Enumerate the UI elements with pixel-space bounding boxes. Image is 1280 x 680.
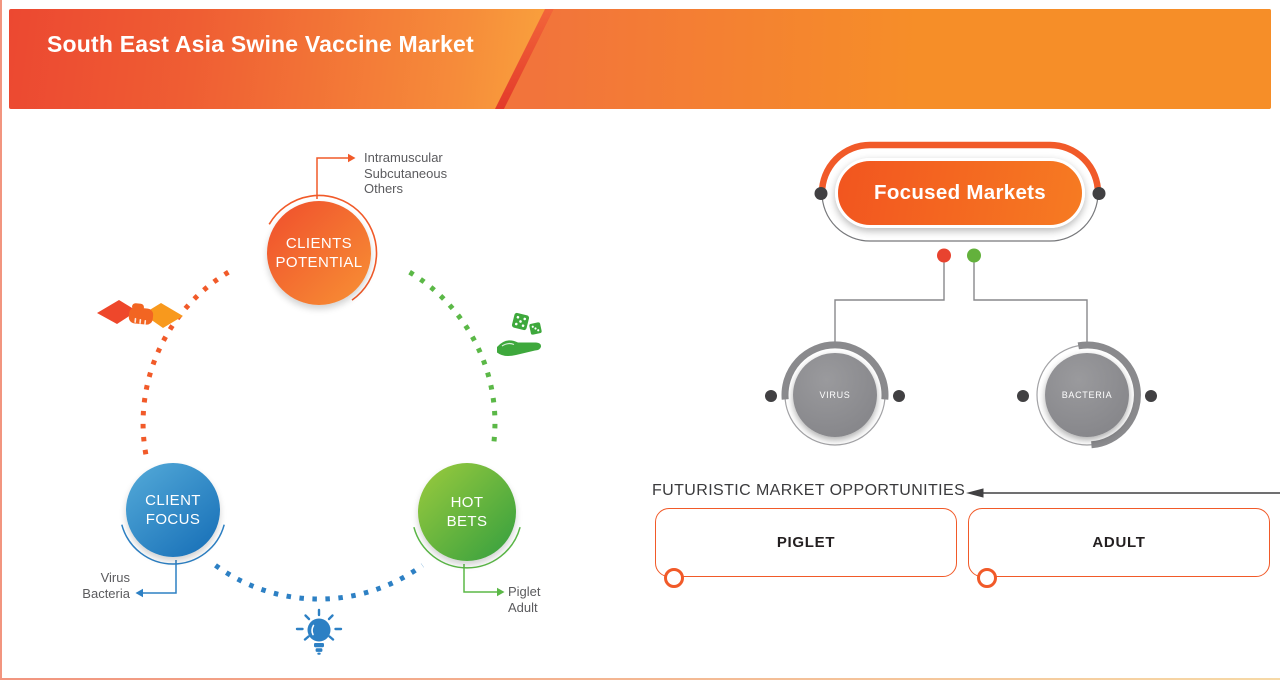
item-subcutaneous: Subcutaneous [364, 165, 448, 181]
item-bacteria: Bacteria [82, 585, 130, 601]
hot-bets-label-line1: HOT [450, 494, 484, 511]
hot-bets-connector [463, 564, 505, 597]
bacteria-label: BACTERIA [1061, 390, 1113, 400]
focused-markets-ring-bottom-arc [821, 192, 1099, 242]
piglet-corner-ring-icon [664, 568, 684, 588]
client-focus-connector [135, 560, 177, 598]
focused-markets-pill: Focused Markets [835, 158, 1085, 228]
ring-end-dot-left [814, 187, 828, 200]
node-bacteria: BACTERIA [1045, 353, 1129, 437]
ring-end-dot-right [1092, 187, 1106, 200]
bacteria-side-dot-left [1017, 390, 1029, 402]
item-intramuscular: Intramuscular [364, 150, 443, 165]
green-dotted-arc [408, 270, 498, 442]
hot-bets-items: Piglet Adult [508, 584, 541, 615]
focused-markets-ring-top-arc [818, 141, 1102, 194]
opportunity-box-piglet: PIGLET [655, 508, 957, 577]
virus-side-dot-right [893, 390, 905, 402]
page-border-bottom [0, 678, 1280, 680]
virus-connector-line [834, 262, 945, 344]
orange-dotted-arc [140, 270, 230, 461]
dice-in-hand-icon [497, 312, 542, 357]
handshake-icon [97, 300, 183, 328]
client-focus-label-line1: CLIENT [145, 492, 201, 509]
virus-label: VIRUS [819, 390, 851, 400]
virus-thick-arc [781, 341, 889, 400]
page-border-left [0, 0, 2, 680]
virus-side-dot-left [765, 390, 777, 402]
adult-corner-ring-icon [977, 568, 997, 588]
focused-markets-label: Focused Markets [874, 181, 1046, 204]
item-adult: Adult [508, 599, 538, 615]
bacteria-thick-arc [1077, 341, 1141, 449]
opportunity-box-adult: ADULT [968, 508, 1270, 577]
header-slab-decoration [504, 9, 1271, 109]
client-focus-ring-arc [121, 524, 225, 565]
virus-branch-dot [937, 248, 951, 263]
bacteria-branch-dot [967, 248, 981, 263]
hot-bets-label-line2: BETS [446, 513, 488, 530]
bacteria-side-dot-right [1145, 390, 1157, 402]
adult-label: ADULT [1092, 534, 1146, 551]
bacteria-connector-line [973, 262, 1088, 344]
piglet-label: PIGLET [776, 534, 836, 551]
item-virus: Virus [100, 570, 130, 585]
node-virus: VIRUS [793, 353, 877, 437]
page-title: South East Asia Swine Vaccine Market [47, 31, 474, 57]
hot-bets-ring-arc [413, 527, 521, 569]
clients-potential-label-line1: CLIENTS [285, 235, 353, 252]
client-focus-items: Virus Bacteria [48, 570, 130, 601]
opportunities-arrow [966, 488, 1280, 498]
clients-potential-label-line2: POTENTIAL [275, 254, 363, 271]
node-clients-potential: CLIENTS POTENTIAL [267, 201, 371, 305]
lightbulb-icon [295, 608, 343, 655]
clients-potential-ring-arc [268, 194, 378, 301]
item-others: Others [364, 181, 404, 196]
clients-potential-items: Intramuscular Subcutaneous Others [364, 150, 447, 197]
opportunities-heading: FUTURISTIC MARKET OPPORTUNITIES [652, 482, 966, 499]
node-hot-bets: HOT BETS [418, 463, 516, 561]
client-focus-label-line2: FOCUS [145, 511, 201, 528]
item-piglet: Piglet [508, 584, 541, 599]
blue-dotted-arc [214, 563, 424, 602]
clients-potential-connector [316, 153, 356, 199]
node-client-focus: CLIENT FOCUS [126, 463, 220, 557]
header-banner: South East Asia Swine Vaccine Market [9, 9, 1271, 109]
